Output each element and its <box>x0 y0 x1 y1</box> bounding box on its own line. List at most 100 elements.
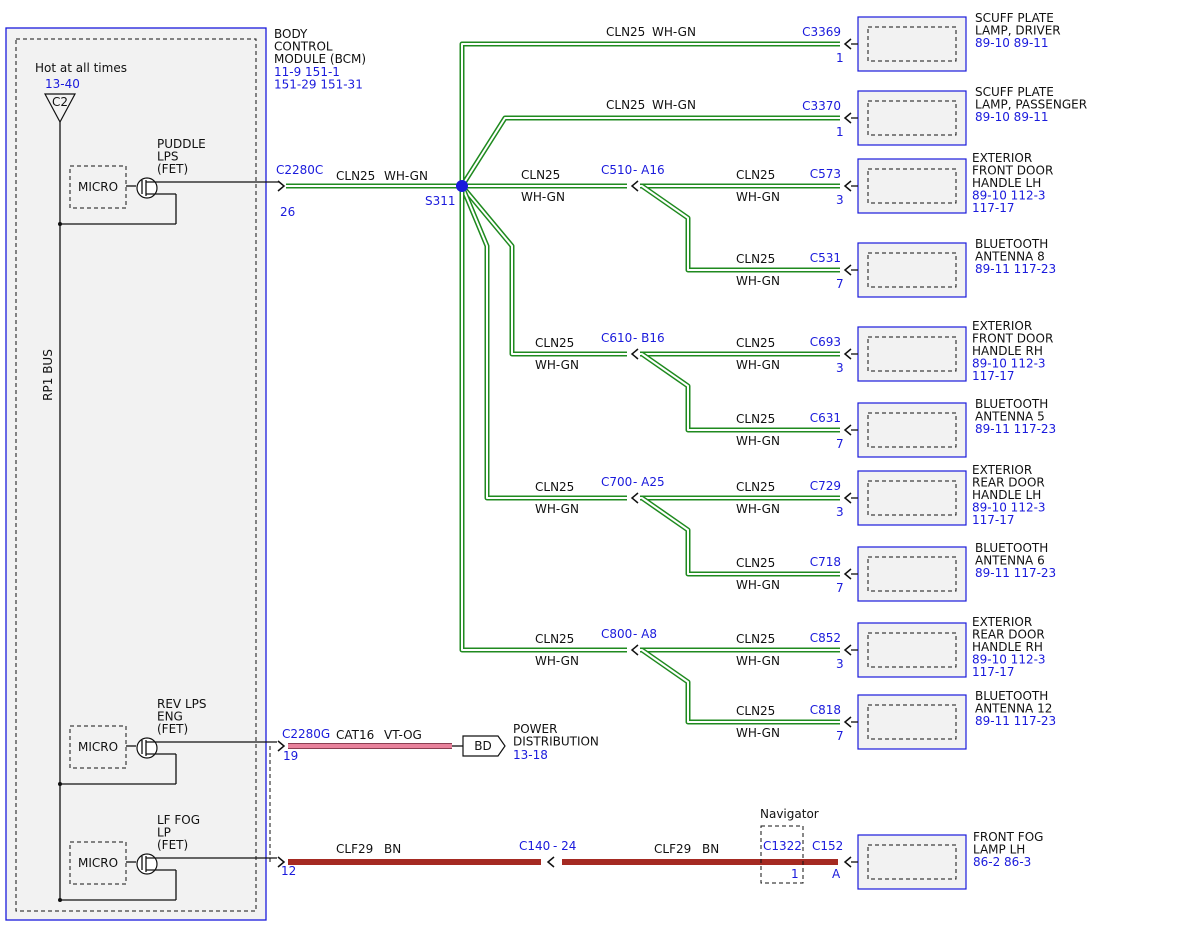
component-pin-icon <box>843 644 852 656</box>
component-box <box>857 158 967 214</box>
component-name-line: REAR DOOR <box>972 628 1045 642</box>
wire-circuit: CLN25 <box>336 169 375 183</box>
component-ref-line: 89-11 117-23 <box>975 566 1056 580</box>
inline-connector: C700 <box>601 475 632 489</box>
component-ref-line: 89-11 117-23 <box>975 262 1056 276</box>
wire-circuit: CLN25 <box>736 412 775 426</box>
component-pin-icon <box>843 492 852 504</box>
component-box <box>857 834 967 890</box>
c140-connector: C140 <box>519 839 550 853</box>
inline-pin: - A16 <box>633 163 665 177</box>
component-box <box>857 694 967 750</box>
wire-color: WH-GN <box>535 502 579 516</box>
wire-circuit: CLN25 <box>736 252 775 266</box>
component-box <box>857 402 967 458</box>
component-pin: 1 <box>836 51 844 65</box>
component-box <box>857 16 967 72</box>
component-connector: C852 <box>810 631 841 645</box>
micro-box <box>69 841 127 885</box>
inline-pin-icon <box>630 180 639 192</box>
component-name-line: HANDLE LH <box>972 488 1041 502</box>
wire-circuit: CLN25 <box>606 98 645 112</box>
navigator-connector-box <box>760 825 804 884</box>
component-box <box>857 622 967 678</box>
component-name-line: FRONT DOOR <box>972 164 1053 178</box>
component-ref-line: 86-2 86-3 <box>973 855 1031 869</box>
bcm-inner-border <box>15 38 257 912</box>
component-ref-line: 89-11 117-23 <box>975 422 1056 436</box>
cat16-color: VT-OG <box>384 728 422 742</box>
component-name-line: BLUETOOTH <box>975 541 1048 555</box>
driver-label-line: LP <box>157 826 171 840</box>
component-name-line: BLUETOOTH <box>975 689 1048 703</box>
wire-color: WH-GN <box>736 726 780 740</box>
c2280g-pin: 19 <box>283 749 298 763</box>
bd-tag-icon <box>462 735 506 757</box>
c1322-pin: 1 <box>791 867 799 881</box>
component-connector: C693 <box>810 335 841 349</box>
component-name-line: EXTERIOR <box>972 319 1032 333</box>
component-inner <box>867 412 957 448</box>
clf29-circuit: CLF29 <box>654 842 691 856</box>
component-box <box>857 326 967 382</box>
fet-icon <box>136 737 158 759</box>
driver-label-line: PUDDLE <box>157 137 206 151</box>
wire-color: WH-GN <box>736 190 780 204</box>
wire-circuit: CLN25 <box>736 632 775 646</box>
component-connector: C631 <box>810 411 841 425</box>
component-inner <box>867 336 957 372</box>
component-connector: C3369 <box>802 25 841 39</box>
c140-pin-icon <box>546 856 555 868</box>
component-connector: C718 <box>810 555 841 569</box>
component-inner <box>867 704 957 740</box>
component-ref-line: 117-17 <box>972 513 1015 527</box>
component-box <box>857 546 967 602</box>
component-inner <box>867 100 957 136</box>
wire-inline-to-antenna-stripe <box>641 185 840 271</box>
wire-color: WH-GN <box>736 274 780 288</box>
wire-color: WH-GN <box>652 98 696 112</box>
component-box <box>857 90 967 146</box>
component-name-line: ANTENNA 12 <box>975 702 1052 716</box>
component-pin-icon <box>843 38 852 50</box>
wire-color: WH-GN <box>652 25 696 39</box>
wire-circuit: CLN25 <box>521 168 560 182</box>
hot-ref: 13-40 <box>45 77 80 91</box>
component-name-line: EXTERIOR <box>972 151 1032 165</box>
inline-pin: - B16 <box>633 331 665 345</box>
fet-icon <box>136 177 158 199</box>
micro-label: MICRO <box>78 180 118 194</box>
wire-color: WH-GN <box>736 654 780 668</box>
power-dist-label-line: DISTRIBUTION <box>513 735 599 749</box>
micro-label: MICRO <box>78 740 118 754</box>
component-name-line: HANDLE RH <box>972 640 1043 654</box>
bd-tag: BD <box>474 739 491 753</box>
driver-label-line: (FET) <box>157 162 188 176</box>
c140-pin: - 24 <box>553 839 576 853</box>
component-box <box>857 470 967 526</box>
component-name-line: LAMP, DRIVER <box>975 24 1061 38</box>
inline-connector: C510 <box>601 163 632 177</box>
clf29-circuit: CLF29 <box>336 842 373 856</box>
component-connector: C818 <box>810 703 841 717</box>
component-name-line: FRONT FOG <box>973 830 1043 844</box>
component-pin: 1 <box>836 125 844 139</box>
wire-splice-to-inline-stripe <box>461 185 627 499</box>
wire-circuit: CLN25 <box>736 704 775 718</box>
inline-pin-icon <box>630 492 639 504</box>
wire-circuit: CLN25 <box>535 632 574 646</box>
cat16-circuit: CAT16 <box>336 728 374 742</box>
micro-label: MICRO <box>78 856 118 870</box>
bus-node <box>58 898 62 902</box>
component-ref-line: 117-17 <box>972 665 1015 679</box>
component-name-line: ANTENNA 6 <box>975 554 1045 568</box>
component-pin: 3 <box>836 505 844 519</box>
component-pin-icon <box>843 264 852 276</box>
wire-circuit: CLN25 <box>535 336 574 350</box>
c152-pin: A <box>832 867 841 881</box>
bus-label: RP1 BUS <box>41 349 55 401</box>
c2280c-pin-icon <box>277 180 286 192</box>
inline-pin-icon <box>630 348 639 360</box>
component-pin: 7 <box>836 729 844 743</box>
